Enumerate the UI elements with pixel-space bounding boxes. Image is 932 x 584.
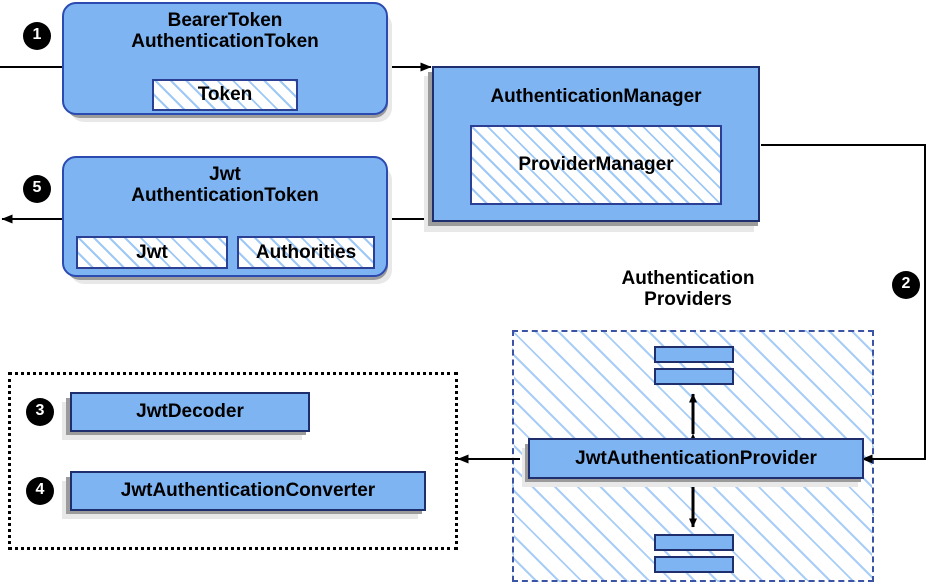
jwt-authentication-converter-box[interactable]: JwtAuthenticationConverter	[70, 471, 426, 511]
step-badge-2-label: 2	[901, 275, 911, 292]
authentication-manager-title: AuthenticationManager	[490, 86, 702, 107]
bearer-token-title-line1: BearerToken	[167, 10, 283, 31]
jwt-support-zone	[8, 372, 458, 550]
step-badge-5-label: 5	[32, 179, 42, 196]
providers-label-line2: Providers	[644, 289, 732, 311]
authorities-inner-box: Authorities	[237, 236, 375, 269]
provider-stub-bottom-1	[654, 534, 734, 551]
provider-manager-inner-box: ProviderManager	[470, 125, 722, 205]
jwt-token-title-line2: AuthenticationToken	[131, 185, 319, 207]
bearer-token-authentication-token-box[interactable]: BearerToken AuthenticationToken	[62, 2, 388, 115]
jwt-authentication-provider-box[interactable]: JwtAuthenticationProvider	[528, 438, 864, 479]
jwt-inner-box: Jwt	[76, 236, 228, 269]
jwt-token-title-line1: Jwt	[209, 164, 241, 185]
step-badge-3: 3	[27, 399, 53, 425]
providers-label-line1: Authentication	[621, 268, 755, 289]
authentication-providers-label: Authentication Providers	[588, 268, 788, 311]
jwt-decoder-box[interactable]: JwtDecoder	[70, 392, 310, 432]
step-badge-1-label: 1	[32, 26, 42, 43]
provider-stub-bottom-2	[654, 556, 734, 573]
step-badge-1: 1	[24, 23, 50, 49]
step-badge-2: 2	[893, 272, 919, 298]
token-inner-box: Token	[152, 79, 298, 111]
step-badge-4-label: 4	[35, 481, 45, 498]
step-badge-3-label: 3	[35, 402, 45, 419]
bearer-token-title-line2: AuthenticationToken	[131, 31, 319, 53]
provider-stub-top-1	[654, 346, 734, 363]
provider-stub-top-2	[654, 368, 734, 385]
step-badge-4: 4	[27, 478, 53, 504]
step-badge-5: 5	[24, 176, 50, 202]
